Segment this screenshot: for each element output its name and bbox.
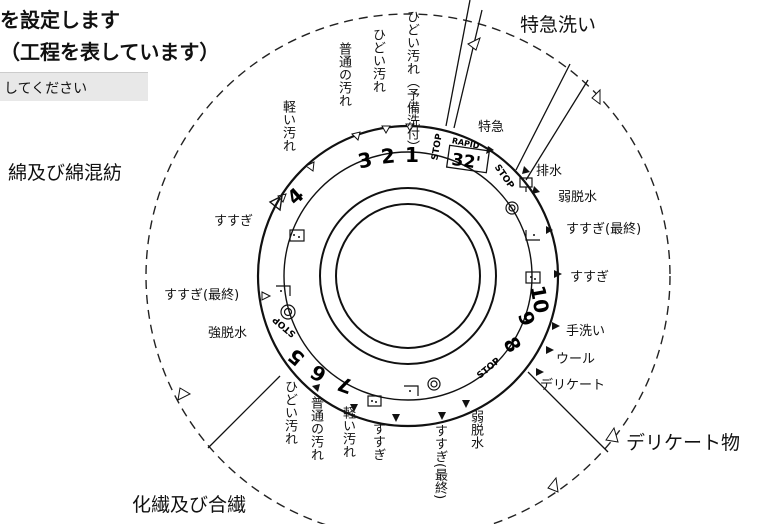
marker-rinse-bottom <box>392 414 400 422</box>
label-strong-spin: 強脱水 <box>208 326 248 341</box>
dial-number-1: 1 <box>405 143 419 167</box>
marker-weak-spin-bottom <box>462 400 470 408</box>
section-cotton: 綿及び綿混紡 <box>8 162 123 184</box>
label-rinse-right: すすぎ <box>570 270 610 285</box>
label-handwash: 手洗い <box>566 324 606 339</box>
marker-final-rinse-bottom <box>438 412 446 420</box>
divider-top-2 <box>453 9 483 129</box>
section-express: 特急洗い <box>520 14 597 36</box>
label-normal-bottom: 普通の汚れ <box>308 396 323 461</box>
label-heavy-bottom: ひどい汚れ <box>282 380 297 445</box>
arrow-express <box>467 37 481 51</box>
marker-heavy <box>381 125 391 135</box>
marker-drain <box>522 166 530 174</box>
divider-top-1 <box>445 0 471 127</box>
arrow-delicate <box>605 426 619 443</box>
spin-icon-left <box>280 304 296 320</box>
dial-number-4: 4 <box>282 183 308 210</box>
rapid-box <box>445 144 491 174</box>
marker-normal-bottom <box>312 384 320 392</box>
label-light-bottom: 軽い汚れ <box>340 406 355 458</box>
dial-number-6: 6 <box>306 360 330 388</box>
label-express: 特急 <box>478 120 505 135</box>
marker-delicate <box>536 368 544 376</box>
arrow-synthetic-end <box>547 476 559 493</box>
section-synthetic: 化繊及び合繊 <box>132 494 247 516</box>
dial-number-5: 5 <box>283 344 309 371</box>
divider-upper-right-2 <box>525 79 589 181</box>
label-normal-top: 普通の汚れ <box>336 42 351 107</box>
dial-number-9: 9 <box>513 308 540 329</box>
label-rinse-left: すすぎ <box>214 214 254 229</box>
label-final-rinse-left: すすぎ(最終) <box>164 288 240 303</box>
final-rinse-icon-right <box>525 230 540 241</box>
dial-marker-4 <box>268 194 283 212</box>
arrow-cotton-end <box>177 387 192 401</box>
label-heavy-prewash: ひどい汚れ（予備洗付） <box>404 10 419 153</box>
label-light-top: 軽い汚れ <box>280 100 295 152</box>
dial-outer-ring <box>256 124 560 428</box>
label-final-rinse-bottom: すすぎ(最終) <box>432 424 447 500</box>
final-rinse-icon-bottom <box>404 385 419 396</box>
section-delicate: デリケート物 <box>626 432 741 454</box>
dial-number-2: 2 <box>380 143 396 168</box>
label-wool: ウール <box>556 352 596 367</box>
spin-icon-right-top <box>505 201 519 215</box>
divider-lower-left <box>207 375 281 449</box>
marker-normal <box>351 131 361 141</box>
dial-rapid-label: RAPID <box>451 136 480 151</box>
marker-weak-spin <box>532 186 540 194</box>
marker-final-rinse-left <box>261 291 272 301</box>
dial-number-10: 10 <box>525 284 553 316</box>
label-weak-spin: 弱脱水 <box>558 190 598 205</box>
marker-rinse-right <box>554 270 562 278</box>
marker-light <box>305 161 315 172</box>
marker-heavy-prewash <box>405 123 415 133</box>
rinse-icon-right <box>525 271 541 284</box>
divider-upper-right-1 <box>515 63 571 171</box>
header-line-1: を設定します <box>0 8 120 32</box>
marker-handwash <box>552 322 560 330</box>
knob-inner <box>335 203 481 349</box>
dial-number-7: 7 <box>334 371 355 398</box>
final-rinse-icon-left <box>276 285 291 296</box>
arrow-express-end <box>591 88 601 105</box>
instruction-box: してください <box>0 72 148 101</box>
knob-outer <box>319 187 497 365</box>
dial-rapid-time: 32' <box>450 150 481 174</box>
dial-stop-top: STOP <box>430 133 445 162</box>
label-weak-spin-bottom: 弱脱水 <box>468 410 483 449</box>
marker-final-rinse-right <box>546 226 553 234</box>
header-line-2: （工程を表しています） <box>0 40 220 64</box>
divider-lower-right <box>527 371 609 453</box>
dial-inner-ring <box>283 151 533 401</box>
marker-express <box>486 146 494 154</box>
label-heavy-top: ひどい汚れ <box>370 28 385 93</box>
label-delicate-item: デリケート <box>540 378 606 393</box>
rinse-icon-left <box>289 229 305 242</box>
label-rinse-bottom: すすぎ <box>370 422 385 461</box>
marker-light-bottom <box>350 404 358 412</box>
label-final-rinse-right: すすぎ(最終) <box>566 222 642 237</box>
dial-number-8: 8 <box>498 333 526 357</box>
marker-wool <box>546 346 554 354</box>
spin-icon-bottom <box>427 377 441 391</box>
dial-number-3: 3 <box>356 147 375 173</box>
drain-icon <box>519 177 533 192</box>
dial-stop-bottom-right: STOP <box>475 356 502 381</box>
outer-dashed-ring <box>145 13 671 524</box>
instruction-text: してください <box>4 81 88 97</box>
label-drain: 排水 <box>536 164 563 179</box>
rinse-icon-bottom <box>367 395 382 407</box>
